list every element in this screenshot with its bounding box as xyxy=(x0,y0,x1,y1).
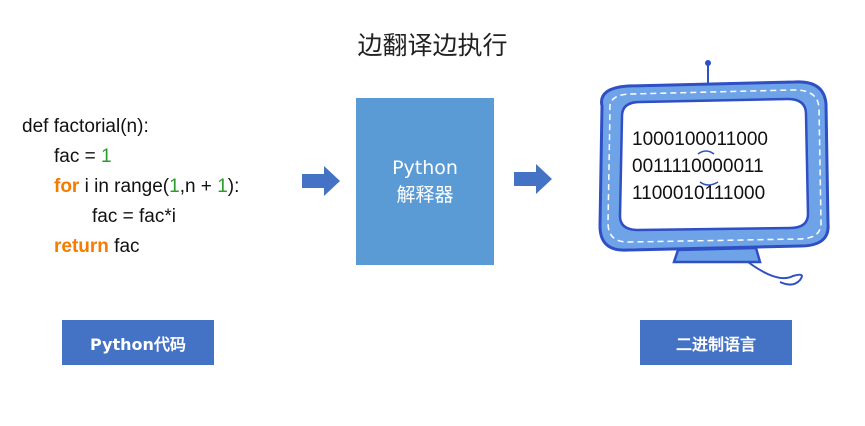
python-code-block: def factorial(n): fac = 1 for i in range… xyxy=(22,112,239,262)
binary-line-3: 1100010111000 xyxy=(632,183,766,204)
monitor-icon xyxy=(598,60,830,286)
arrow-right-icon xyxy=(302,166,340,196)
number-literal: 1 xyxy=(169,176,180,197)
python-interpreter-box: Python 解释器 xyxy=(356,98,494,265)
interpreter-label-line-1: Python xyxy=(392,156,458,179)
binary-code-text: 1000100011000 0011110000011 110001011100… xyxy=(632,126,768,207)
keyword-for: for xyxy=(54,176,80,197)
python-code-label: Python代码 xyxy=(62,320,214,365)
keyword-return: return xyxy=(54,236,109,257)
binary-line-1: 1000100011000 xyxy=(632,129,768,150)
code-line-5: return fac xyxy=(54,236,140,257)
code-line-1: def factorial(n): xyxy=(22,116,149,137)
code-line-3: for i in range(1,n + 1): xyxy=(54,176,240,197)
code-line-2: fac = 1 xyxy=(54,146,112,167)
diagram-title: 边翻译边执行 xyxy=(357,31,508,60)
interpreter-label-line-2: 解释器 xyxy=(396,183,454,206)
number-literal: 1 xyxy=(217,176,228,197)
binary-language-label: 二进制语言 xyxy=(640,320,792,365)
code-line-4: fac = fac*i xyxy=(92,206,176,227)
binary-line-2: 0011110000011 xyxy=(632,156,764,177)
arrow-right-icon xyxy=(514,164,552,194)
number-literal: 1 xyxy=(101,146,112,167)
